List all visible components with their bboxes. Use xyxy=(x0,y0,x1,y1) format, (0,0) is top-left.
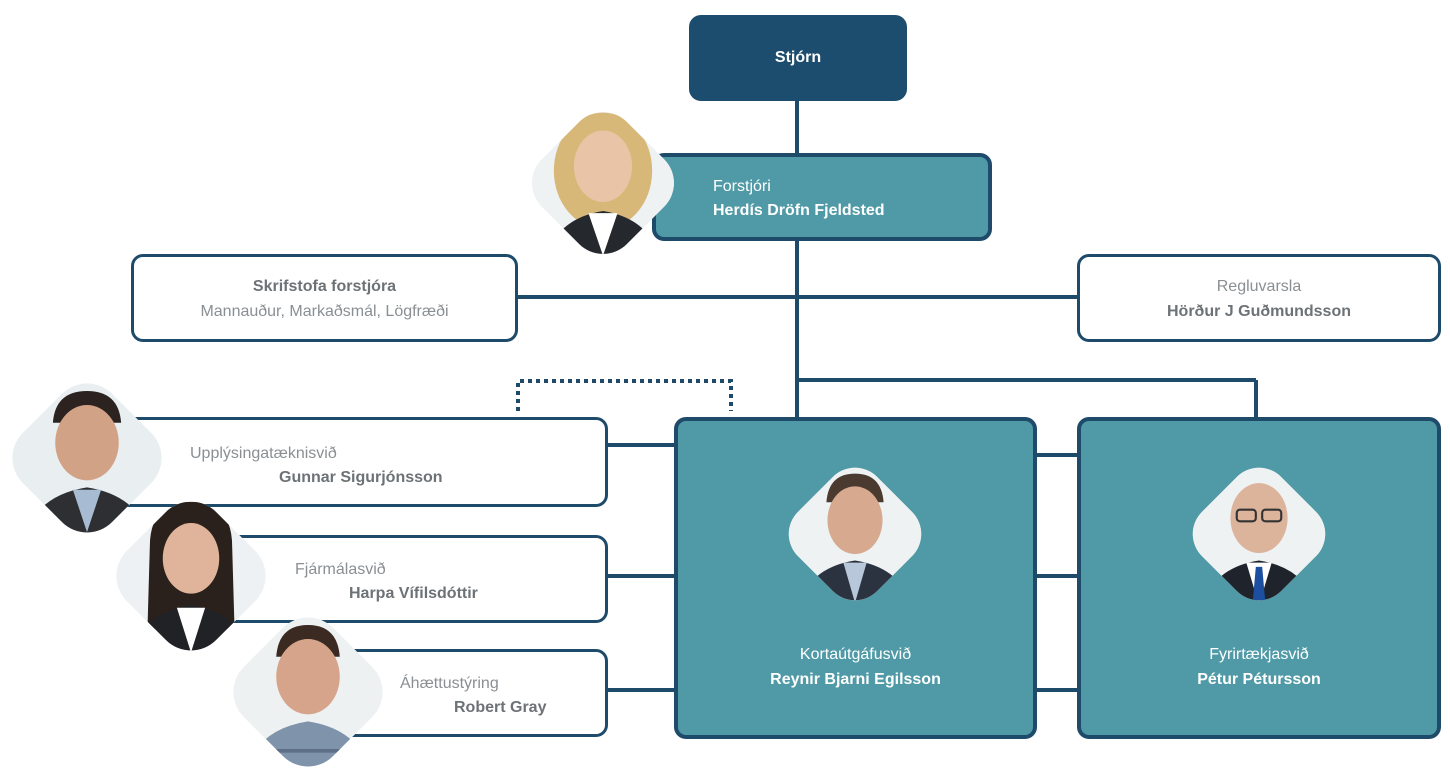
compliance-box: Regluvarsla Hörður J Guðmundsson xyxy=(1077,254,1441,342)
finance-name: Harpa Vífilsdóttir xyxy=(349,585,478,602)
ceo-office-title: Skrifstofa forstjóra xyxy=(252,278,397,295)
ceo-office-box: Skrifstofa forstjóra Mannauður, Markaðsm… xyxy=(131,254,518,342)
ceo-box: Forstjóri Herdís Dröfn Fjeldsted xyxy=(652,153,992,241)
compliance-name: Hörður J Guðmundsson xyxy=(1167,303,1351,320)
corporate-role: Fyrirtækjasvið xyxy=(1209,646,1309,663)
risk-name: Robert Gray xyxy=(454,699,547,716)
cards-role: Kortaútgáfusvið xyxy=(799,646,912,663)
cards-name: Reynir Bjarni Egilsson xyxy=(770,671,941,688)
it-box: Upplýsingatæknisvið Gunnar Sigurjónsson xyxy=(94,417,608,507)
finance-box: Fjármálasvið Harpa Vífilsdóttir xyxy=(212,535,608,623)
board-title: Stjórn xyxy=(774,49,822,66)
compliance-role: Regluvarsla xyxy=(1216,278,1302,295)
it-role: Upplýsingatæknisvið xyxy=(190,445,337,462)
it-name: Gunnar Sigurjónsson xyxy=(279,469,443,486)
ceo-office-subtitle: Mannauður, Markaðsmál, Lögfræði xyxy=(200,303,449,320)
ceo-role: Forstjóri xyxy=(713,178,771,195)
risk-role: Áhættustýring xyxy=(400,675,499,692)
ceo-name: Herdís Dröfn Fjeldsted xyxy=(713,202,885,219)
board-box: Stjórn xyxy=(689,15,907,101)
finance-role: Fjármálasvið xyxy=(295,561,386,578)
corporate-name: Pétur Pétursson xyxy=(1197,671,1321,688)
